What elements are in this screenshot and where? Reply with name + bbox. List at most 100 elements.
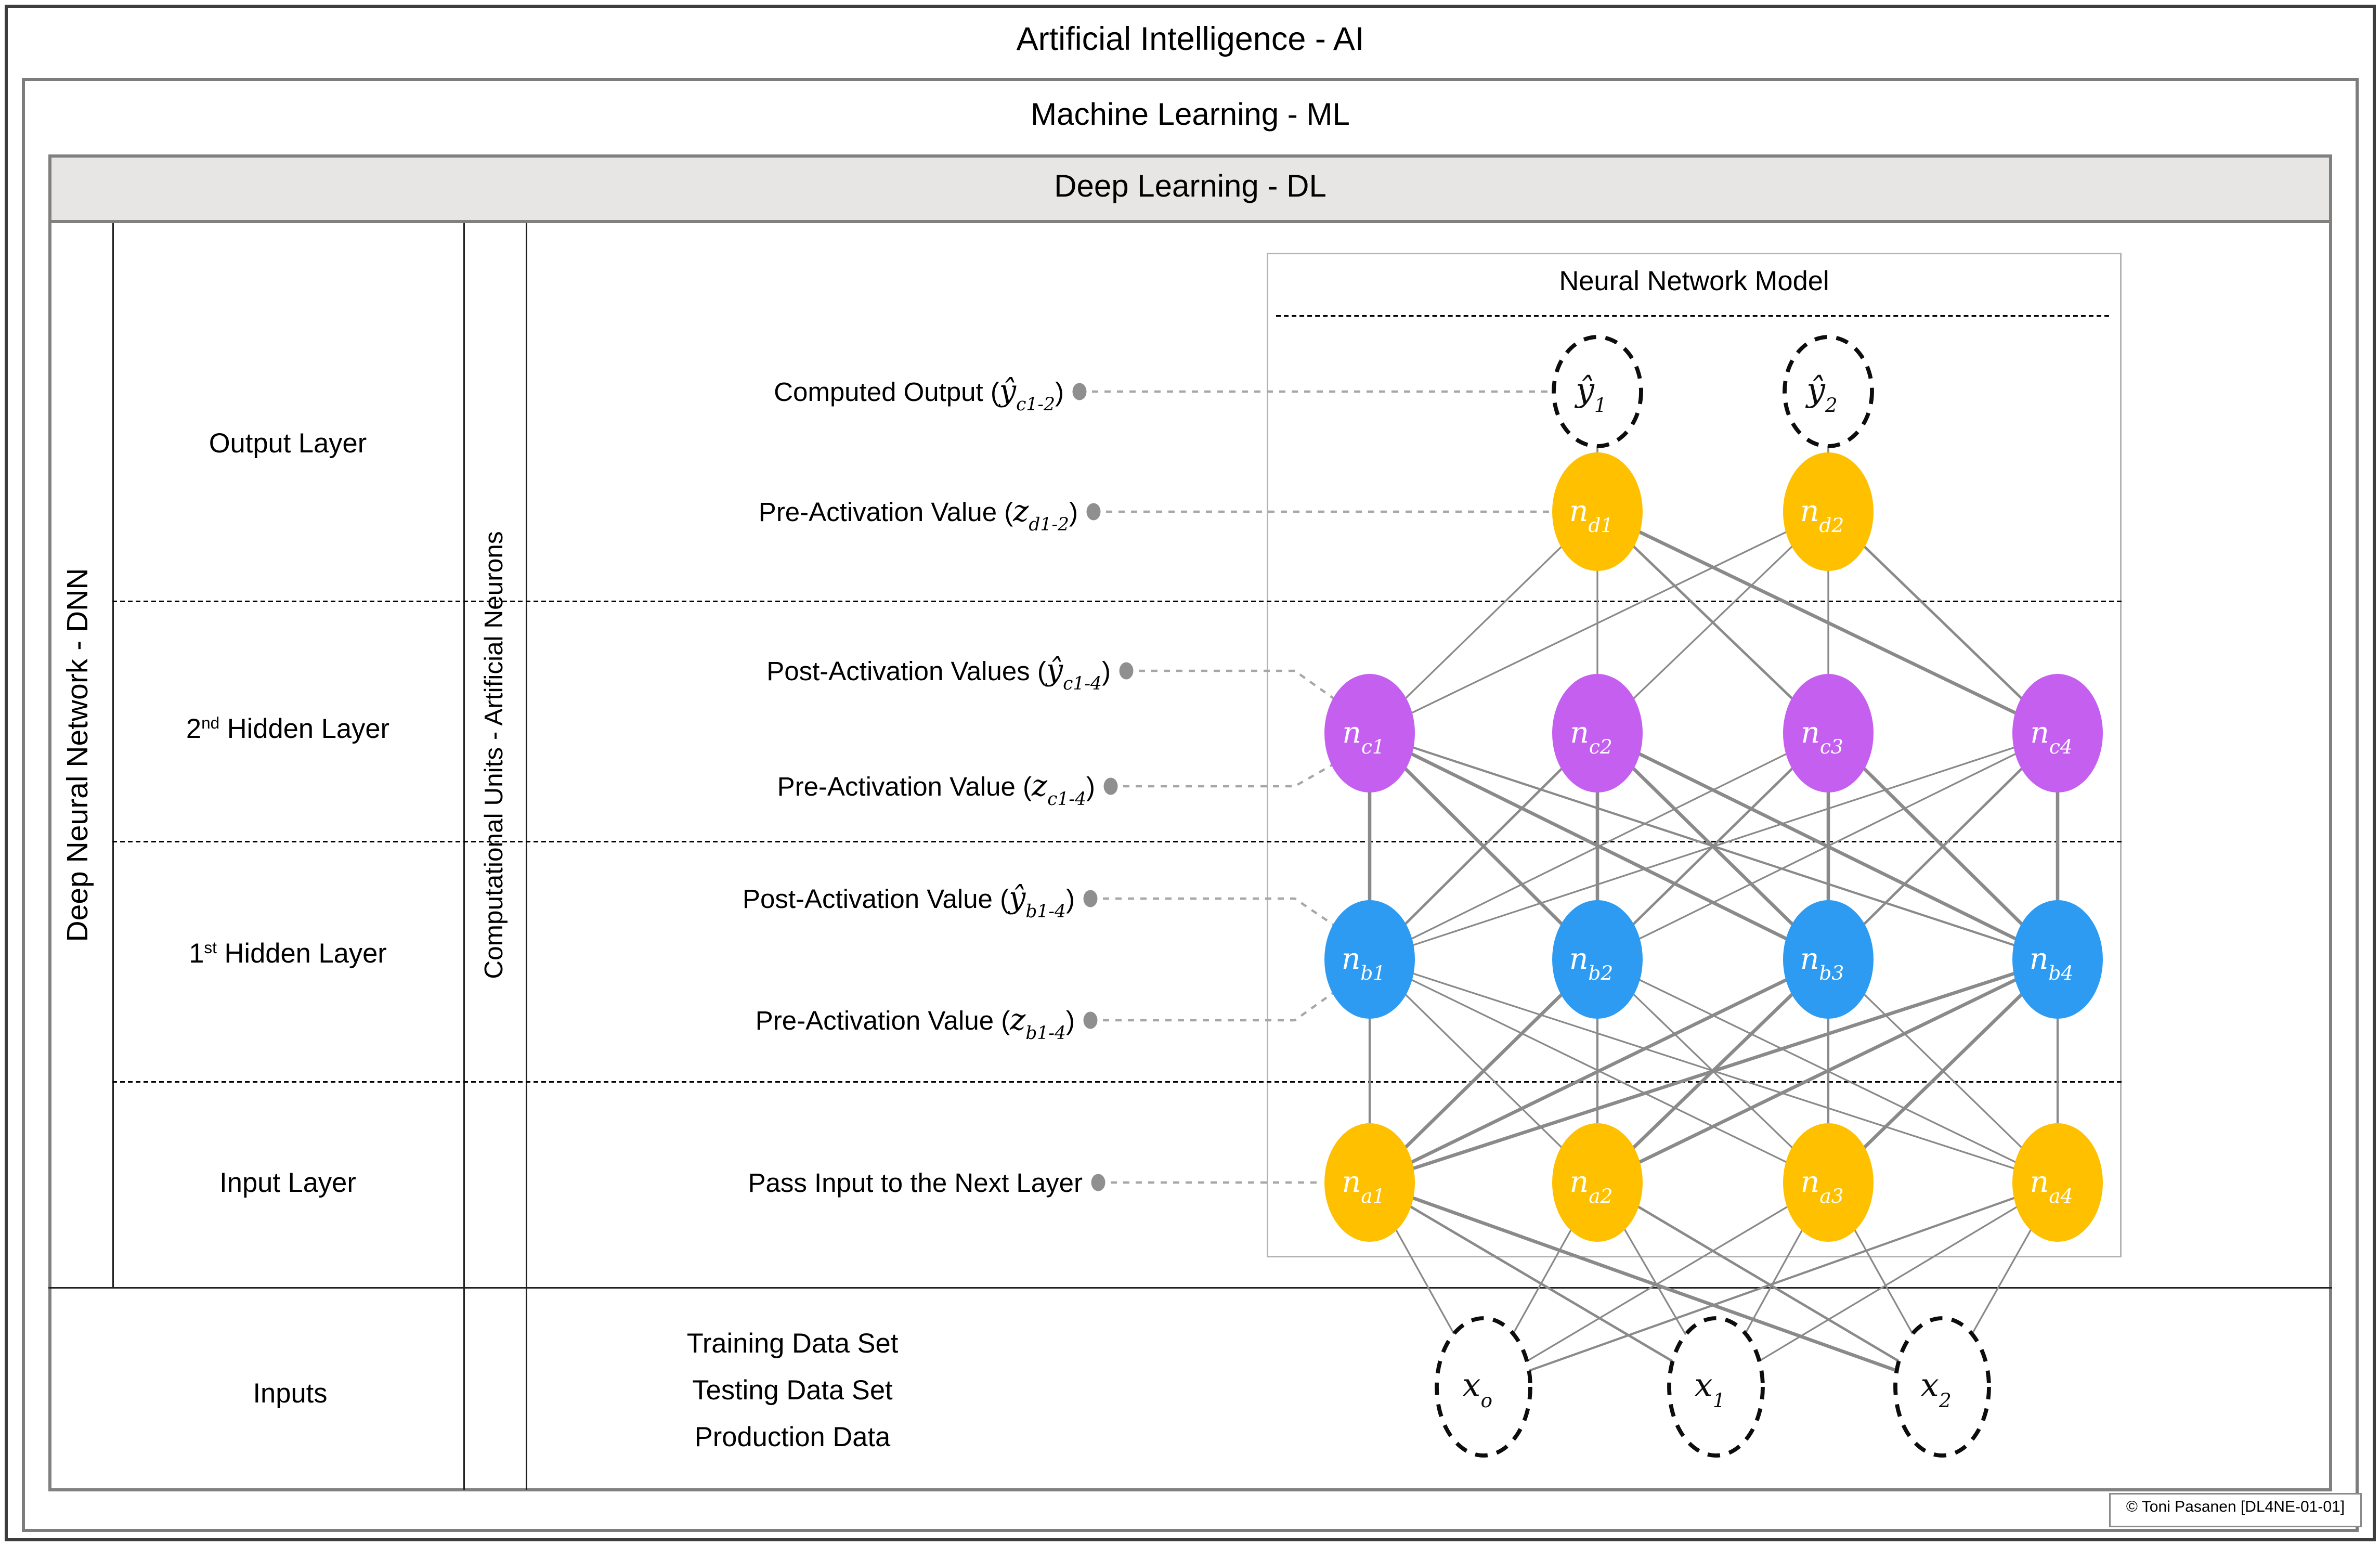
node-b3: nb3 (1783, 900, 1874, 1019)
connection-line (1368, 958, 1599, 1184)
layer-label-hidden1: 1st Hidden Layer (112, 934, 463, 977)
node-ellipse (1783, 452, 1874, 571)
connection-line (1597, 732, 2058, 960)
annotation-symbol: ŷ (999, 374, 1017, 409)
annotation-postactivation-c: Post-Activation Values (ŷc1-4) (456, 651, 1111, 704)
datasets-block: Training Data Set Testing Data Set Produ… (558, 1320, 1026, 1460)
annotation-symbol: z (1010, 1003, 1026, 1037)
ai-box (5, 5, 2376, 1541)
node-a3: na3 (1783, 1123, 1874, 1242)
annotation-subscript: b1-4 (1025, 900, 1066, 922)
connection-line (1483, 1181, 1829, 1388)
dataset-training: Training Data Set (686, 1328, 899, 1359)
annotation-close: ) (1065, 885, 1075, 914)
annotation-preactivation-b: Pre-Activation Value (zb1-4) (420, 1000, 1075, 1053)
node-x2: x1 (1667, 1316, 1765, 1458)
annotation-text: Pre-Activation Value ( (758, 498, 1013, 527)
dl-header-band (48, 154, 2332, 223)
annotation-preactivation-d: Pre-Activation Value (zd1-2) (423, 491, 1078, 544)
annotation-close: ) (1101, 657, 1111, 686)
layer-label-sup: nd (201, 714, 220, 733)
node-x3: x2 (1893, 1316, 1991, 1458)
connection-line (1369, 732, 2058, 960)
ai-title: Artificial Intelligence - AI (1016, 22, 1364, 58)
node-ellipse (1552, 452, 1643, 571)
annotation-postactivation-b: Post-Activation Value (ŷb1-4) (420, 878, 1075, 931)
node-d2: nd2 (1783, 452, 1874, 571)
row-separator-output (112, 601, 2122, 602)
node-ellipse (1552, 674, 1643, 793)
dataset-testing: Testing Data Set (692, 1374, 893, 1406)
ml-title: Machine Learning - ML (1031, 98, 1350, 133)
annotation-leaders (1072, 383, 1552, 1191)
node-ellipse (1324, 674, 1415, 793)
node-ellipse (1783, 674, 1874, 793)
network-edges (1368, 392, 2060, 1389)
node-yhat2: ŷ2 (1783, 335, 1874, 448)
annotation-subscript: d1-2 (1029, 513, 1069, 535)
annotation-subscript: c1-4 (1063, 672, 1102, 694)
grid-divider-dnn (112, 223, 114, 1287)
connection-line (1596, 511, 1829, 734)
node-ellipse (1783, 1123, 1874, 1242)
connection-line (1827, 958, 2059, 1184)
connection-line (1369, 732, 1598, 960)
connection-line (1369, 1181, 1717, 1388)
layer-label-rest: Hidden Layer (219, 713, 390, 744)
connection-line (1369, 732, 1829, 960)
layer-label-input: Input Layer (112, 1164, 463, 1206)
node-b2: nb2 (1552, 900, 1643, 1019)
annotation-subscript: c1-2 (1016, 393, 1055, 415)
layer-label-text: Output Layer (209, 427, 367, 459)
annotation-symbol: z (1032, 769, 1048, 803)
leader-line (1090, 988, 1339, 1022)
connection-line (1827, 732, 2059, 960)
annotation-symbol: z (1013, 495, 1029, 529)
node-yhat1: ŷ1 (1552, 335, 1643, 448)
leader-line (1126, 669, 1344, 706)
leader-line (1111, 760, 1339, 788)
node-ellipse (1783, 900, 1874, 1019)
credit-text: © Toni Pasanen [DL4NE-01-01] (2126, 1499, 2345, 1516)
node-b1: nb1 (1324, 900, 1415, 1019)
leader-dot (1103, 777, 1118, 795)
leader-dot (1083, 1011, 1098, 1029)
node-ellipse (1783, 335, 1874, 448)
credit-box: © Toni Pasanen [DL4NE-01-01] (2109, 1493, 2362, 1527)
node-a1: na1 (1324, 1123, 1415, 1242)
annotation-preactivation-c: Pre-Activation Value (zc1-4) (440, 766, 1095, 819)
leader-dot (1091, 1174, 1106, 1191)
node-ellipse (1552, 1123, 1643, 1242)
annotation-close: ) (1055, 378, 1064, 407)
node-ellipse (1667, 1316, 1765, 1458)
leader-dot (1072, 383, 1087, 400)
node-c3: nc3 (1783, 674, 1874, 793)
nn-title-underline (1276, 315, 2109, 317)
connection-line (1596, 958, 2059, 1184)
nn-model-title: Neural Network Model (1559, 265, 1829, 296)
layer-label-text: 2 (186, 713, 202, 744)
row-separator-hidden1 (112, 1081, 2122, 1083)
connection-line (1369, 511, 1829, 734)
layer-label-rest: Hidden Layer (216, 938, 387, 969)
leader-dot (1083, 890, 1098, 907)
annotation-close: ) (1069, 498, 1078, 527)
node-c1: nc1 (1324, 674, 1415, 793)
node-ellipse (1552, 900, 1643, 1019)
node-d1: nd1 (1552, 452, 1643, 571)
inputs-label: Inputs (253, 1378, 328, 1409)
node-c2: nc2 (1552, 674, 1643, 793)
node-ellipse (1324, 1123, 1415, 1242)
grid-divider-units-left (463, 223, 465, 1490)
annotation-close: ) (1065, 1006, 1075, 1036)
node-ellipse (1552, 335, 1643, 448)
node-ellipse (2012, 674, 2103, 793)
connection-line (1715, 1181, 2058, 1388)
layer-label-hidden2: 2nd Hidden Layer (112, 710, 463, 752)
annotation-pass-input: Pass Input to the Next Layer (427, 1162, 1083, 1215)
annotation-subscript: c1-4 (1047, 788, 1086, 810)
annotation-subscript: b1-4 (1025, 1022, 1066, 1044)
